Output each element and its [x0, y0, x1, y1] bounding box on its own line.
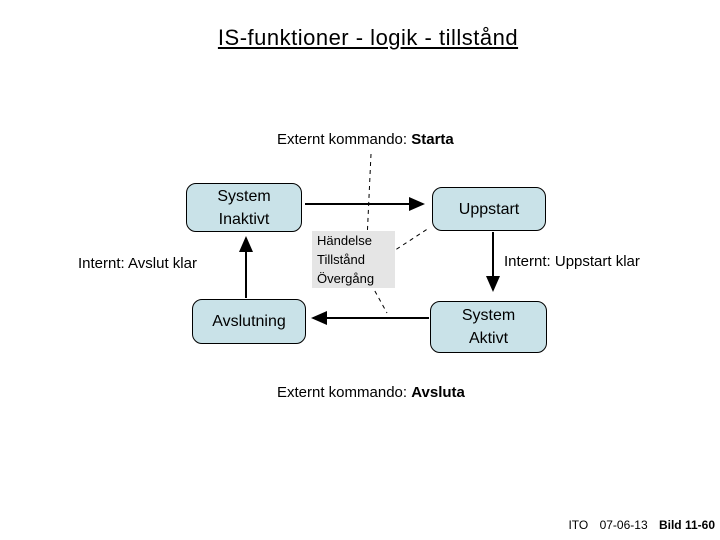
- footer-slide-number: Bild 11-60: [658, 518, 715, 532]
- internal-event-avslut-klar-label: Internt: Avslut klar: [78, 255, 197, 272]
- dashed-line-starta-event: [366, 153, 372, 241]
- external-command-avsluta-label: Externt kommando: Avsluta: [277, 384, 465, 401]
- legend-line-tillstand: Tillstånd: [317, 252, 365, 267]
- state-box-uppstart: Uppstart: [432, 187, 546, 231]
- external-command-start-label: Externt kommando: Starta: [277, 131, 454, 148]
- external-command-avsluta-value: Avsluta: [411, 384, 465, 401]
- footer-org: ITO: [568, 518, 589, 532]
- state-box-avslutning: Avslutning: [192, 299, 306, 344]
- external-command-start-value: Starta: [411, 131, 454, 148]
- dashed-leader-overgang: [370, 283, 388, 314]
- slide-footer: ITO 07-06-13 Bild 11-60: [568, 518, 715, 532]
- external-command-avsluta-prefix: Externt kommando:: [277, 384, 412, 401]
- slide-title: IS-funktioner - logik - tillstånd: [217, 25, 519, 50]
- state-box-system-inaktivt: System Inaktivt: [186, 183, 302, 232]
- external-command-start-prefix: Externt kommando:: [277, 131, 412, 148]
- legend-line-overgang: Övergång: [317, 271, 375, 286]
- internal-event-uppstart-klar-label: Internt: Uppstart klar: [504, 253, 640, 270]
- state-box-system-aktivt: System Aktivt: [430, 301, 547, 353]
- legend-line-handelse: Händelse: [317, 233, 372, 248]
- legend-box: Händelse Tillstånd Övergång: [312, 231, 395, 288]
- footer-date: 07-06-13: [599, 518, 648, 532]
